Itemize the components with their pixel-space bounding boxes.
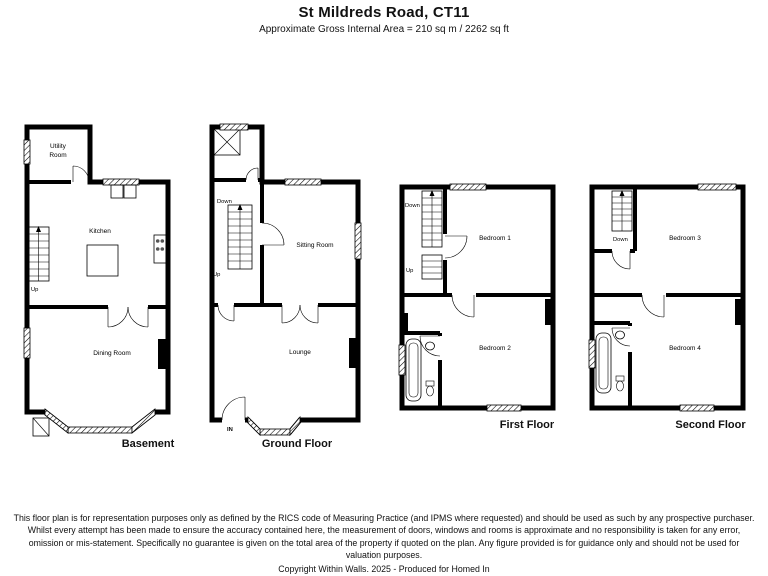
ground-outer-walls — [209, 124, 361, 435]
first-caption: First Floor — [499, 419, 555, 431]
basement-interior-walls — [27, 180, 168, 309]
first-stairs-icon — [421, 190, 443, 280]
stove-icon — [153, 234, 167, 264]
window — [679, 404, 715, 412]
second-doors — [611, 250, 665, 347]
toilet-icon — [425, 380, 435, 397]
room-label-dining: Dining Room — [93, 350, 131, 357]
basement-stairs-icon — [27, 226, 50, 282]
room-label-bedroom1: Bedroom 1 — [479, 235, 511, 242]
bay-window — [67, 426, 133, 434]
window — [284, 178, 322, 186]
room-label-bedroom2: Bedroom 2 — [479, 345, 511, 352]
second-outer-walls — [589, 184, 746, 411]
basement-caption: Basement — [121, 438, 175, 450]
first-outer-walls — [399, 184, 556, 411]
chimney-breast — [158, 339, 167, 369]
ground-caption: Ground Floor — [261, 438, 333, 450]
basement-external-step — [32, 417, 50, 437]
page-subtitle: Approximate Gross Internal Area = 210 sq… — [259, 24, 509, 35]
entrance-label-in: IN — [227, 427, 233, 433]
window — [23, 139, 31, 165]
stairs-label-down: Down — [405, 203, 420, 209]
window — [697, 183, 737, 191]
second-floorplan: Bedroom 3 Bedroom 4 Down — [588, 183, 746, 412]
toilet-icon — [615, 375, 625, 392]
chimney-breast — [401, 313, 408, 331]
stairs-label-up: Up — [31, 287, 38, 293]
stairs-label-down: Down — [613, 237, 628, 243]
ground-stairs-icon — [227, 204, 253, 270]
ground-floorplan: Sitting Room Lounge Down Up IN — [209, 123, 362, 437]
bay-window — [44, 408, 69, 434]
bay-window — [289, 415, 301, 437]
first-windows — [398, 183, 522, 412]
chimney-breast — [735, 299, 743, 325]
disclaimer-text: This floor plan is for representation pu… — [13, 513, 755, 561]
room-label-kitchen: Kitchen — [89, 228, 111, 235]
basement-windows — [23, 139, 156, 434]
bay-window — [259, 428, 291, 436]
sink-icon — [110, 184, 137, 199]
window — [449, 183, 487, 191]
footer: This floor plan is for representation pu… — [10, 512, 758, 575]
room-label-lounge: Lounge — [289, 349, 311, 356]
first-floorplan: Bedroom 1 Bedroom 2 Down Up — [398, 183, 556, 412]
second-windows — [588, 183, 737, 412]
chimney-breast — [545, 299, 553, 325]
window — [588, 339, 596, 369]
room-label-bedroom4: Bedroom 4 — [669, 345, 701, 352]
basement-floorplan: Utility Room Kitchen Dining Room Up — [23, 124, 171, 437]
bathtub-icon — [405, 338, 422, 402]
sink-icon — [615, 330, 625, 340]
window — [102, 178, 140, 186]
chimney-breast — [349, 338, 358, 368]
window — [486, 404, 522, 412]
ground-doors — [217, 167, 319, 421]
stairs-label-up: Up — [213, 272, 220, 278]
room-label-utility-line1: Utility — [50, 143, 67, 150]
second-caption: Second Floor — [675, 419, 746, 431]
first-doors — [419, 235, 475, 357]
room-label-utility-line2: Room — [49, 152, 66, 159]
window — [23, 327, 31, 359]
basement-doors — [72, 165, 149, 328]
stairs-label-up: Up — [406, 268, 413, 274]
sink-icon — [425, 341, 435, 351]
window — [354, 222, 362, 260]
stairs-label-down: Down — [217, 199, 232, 205]
room-label-bedroom3: Bedroom 3 — [669, 235, 701, 242]
bathtub-icon — [595, 332, 612, 394]
second-stairs-icon — [611, 190, 633, 232]
page-title: St Mildreds Road, CT11 — [298, 4, 470, 21]
bay-window — [131, 408, 156, 434]
door-opening — [222, 416, 245, 424]
ground-windows — [219, 123, 362, 437]
window — [219, 123, 249, 131]
kitchen-island-icon — [86, 244, 119, 277]
window — [398, 344, 406, 376]
bay-window — [247, 416, 261, 436]
copyright-text: Copyright Within Walls. 2025 - Produced … — [278, 563, 490, 574]
room-label-sitting: Sitting Room — [296, 242, 333, 249]
basement-outer-walls — [24, 124, 171, 433]
